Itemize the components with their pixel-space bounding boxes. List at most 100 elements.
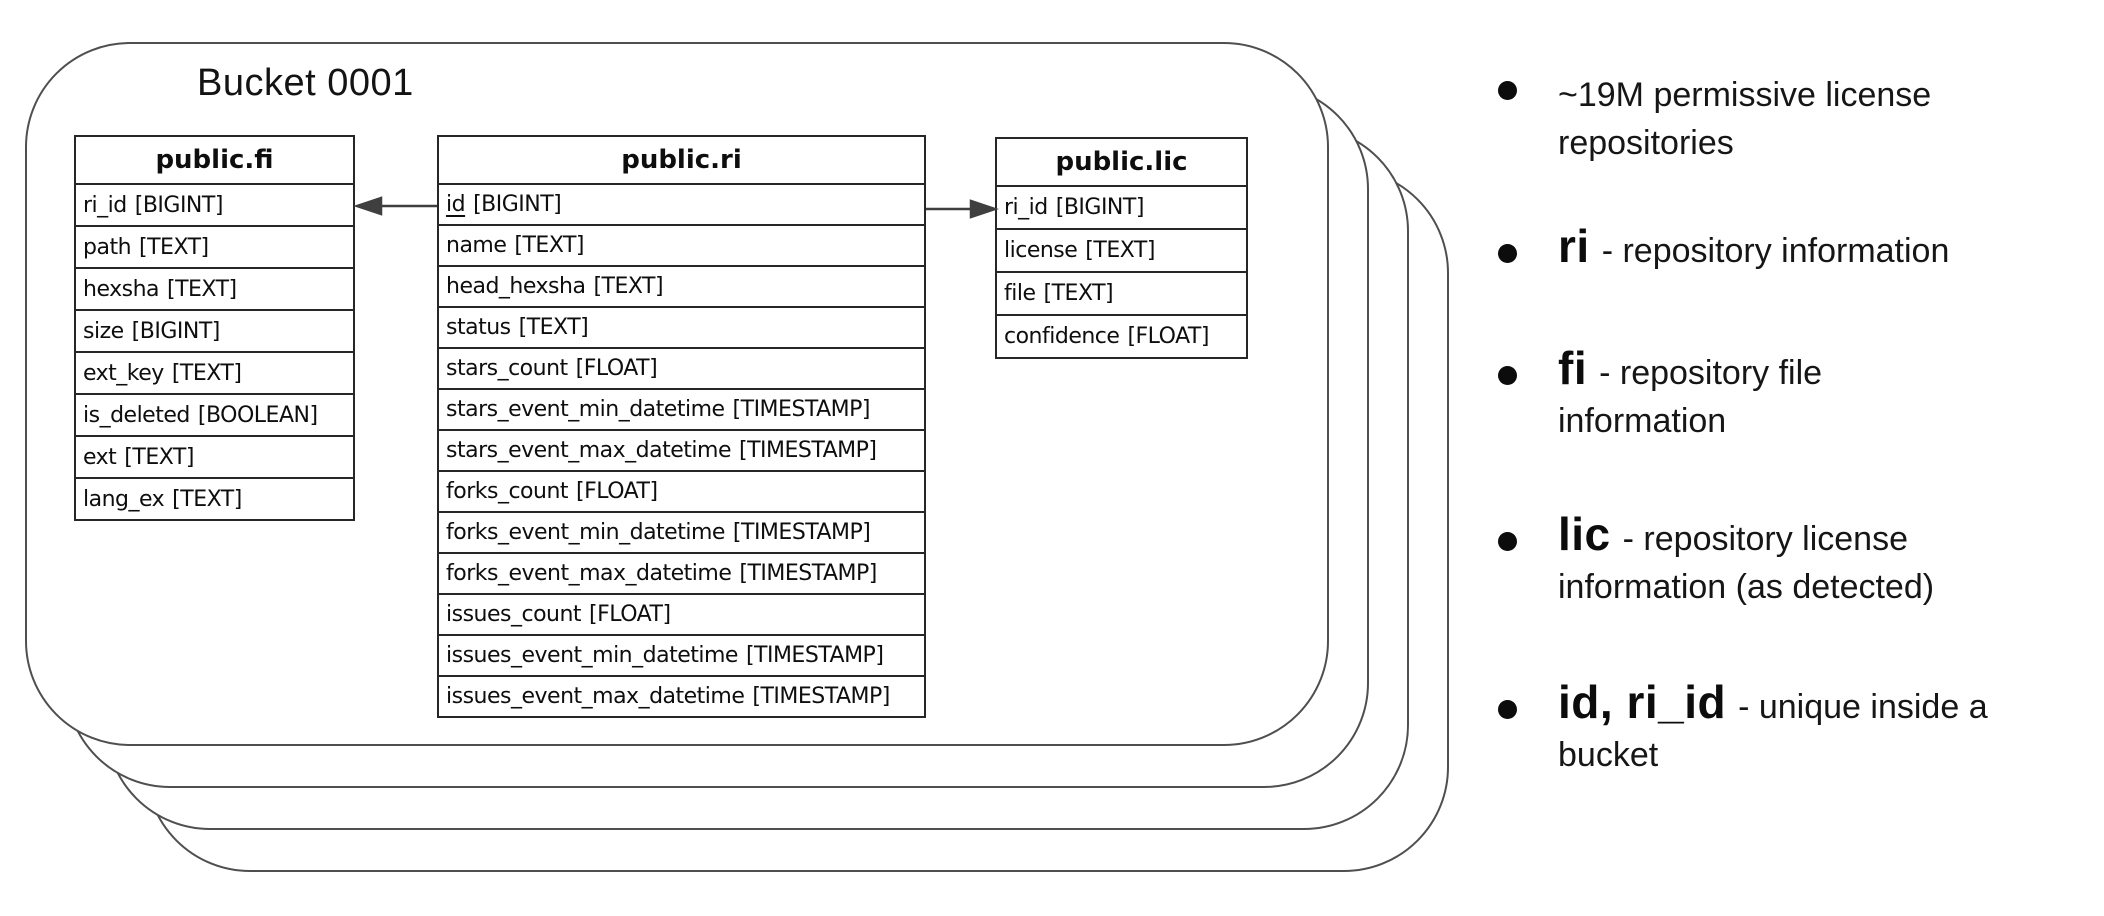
column-name: status bbox=[446, 315, 511, 340]
bullet-icon bbox=[1498, 700, 1517, 719]
legend-term: id, ri_id bbox=[1558, 676, 1727, 728]
legend-term: lic bbox=[1558, 508, 1611, 560]
column-name: lang_ex bbox=[83, 486, 165, 512]
column-name: forks_event_max_datetime bbox=[446, 561, 732, 586]
column-name: forks_event_min_datetime bbox=[446, 520, 725, 545]
bucket-title: Bucket 0001 bbox=[197, 62, 414, 104]
list-item-fi: fi- repository file information bbox=[1498, 344, 2058, 445]
column-type: [TEXT] bbox=[514, 233, 585, 258]
column-name: stars_count bbox=[446, 356, 568, 381]
column-type: [TIMESTAMP] bbox=[738, 438, 877, 463]
column-type: [TEXT] bbox=[171, 360, 242, 386]
table-row: stars_event_min_datetime [TIMESTAMP] bbox=[439, 390, 924, 431]
column-type: [TEXT] bbox=[518, 315, 589, 340]
column-type: [FLOAT] bbox=[575, 356, 658, 381]
bullet-icon bbox=[1498, 244, 1517, 263]
column-type: [TEXT] bbox=[1085, 238, 1155, 263]
column-type: [TEXT] bbox=[1043, 281, 1114, 306]
table-row: forks_event_min_datetime [TIMESTAMP] bbox=[439, 513, 924, 554]
column-name: issues_count bbox=[446, 602, 582, 627]
list-item-lic: lic- repository license information (as … bbox=[1498, 510, 2058, 611]
table-row: hexsha [TEXT] bbox=[76, 269, 353, 311]
column-name: is_deleted bbox=[83, 402, 190, 428]
table-row: file [TEXT] bbox=[997, 273, 1246, 316]
column-name: ri_id bbox=[1004, 195, 1048, 220]
table-row: forks_event_max_datetime [TIMESTAMP] bbox=[439, 554, 924, 595]
table-row: path [TEXT] bbox=[76, 227, 353, 269]
column-name: issues_event_min_datetime bbox=[446, 643, 738, 668]
table-row: issues_event_min_datetime [TIMESTAMP] bbox=[439, 636, 924, 677]
column-name: issues_event_max_datetime bbox=[446, 684, 745, 709]
bullet-icon bbox=[1498, 366, 1517, 385]
legend-term: fi bbox=[1558, 342, 1588, 394]
legend-text: - repository information bbox=[1601, 232, 1950, 270]
column-name: stars_event_max_datetime bbox=[446, 438, 731, 463]
column-type: [TIMESTAMP] bbox=[739, 561, 877, 586]
column-type: [TIMESTAMP] bbox=[732, 397, 871, 422]
table-row: ext_key [TEXT] bbox=[76, 353, 353, 395]
column-type: [FLOAT] bbox=[1127, 324, 1209, 349]
table-title: public.lic bbox=[997, 139, 1246, 187]
table-row: issues_count [FLOAT] bbox=[439, 595, 924, 636]
legend-text: - repository license information (as det… bbox=[1558, 520, 1935, 606]
column-type: [TEXT] bbox=[124, 444, 194, 470]
column-type: [BIGINT] bbox=[473, 192, 562, 217]
column-name: file bbox=[1004, 281, 1036, 306]
legend-text: ~19M permissive license repositories bbox=[1558, 76, 1932, 162]
column-name: forks_count bbox=[446, 479, 569, 504]
column-type: [BIGINT] bbox=[131, 318, 221, 344]
table-row: status [TEXT] bbox=[439, 308, 924, 349]
table-row: ext [TEXT] bbox=[76, 437, 353, 479]
column-name: name bbox=[446, 233, 507, 258]
column-name: hexsha bbox=[83, 276, 160, 302]
table-row: confidence [FLOAT] bbox=[997, 316, 1246, 357]
table-row: license[TEXT] bbox=[997, 230, 1246, 273]
legend-text: - unique inside a bucket bbox=[1558, 688, 1988, 774]
table-row: head_hexsha [TEXT] bbox=[439, 267, 924, 308]
table-row: stars_count [FLOAT] bbox=[439, 349, 924, 390]
table-row: lang_ex [TEXT] bbox=[76, 479, 353, 519]
list-item-repo-count: ~19M permissive license repositories bbox=[1498, 66, 2058, 167]
table-row: ri_id [BIGINT] bbox=[76, 185, 353, 227]
table-title: public.fi bbox=[76, 137, 353, 185]
table-row: size [BIGINT] bbox=[76, 311, 353, 353]
table-title: public.ri bbox=[439, 137, 924, 185]
bullet-icon bbox=[1498, 532, 1517, 551]
legend-term: ri bbox=[1558, 220, 1590, 272]
column-name: path bbox=[83, 234, 132, 260]
table-row: stars_event_max_datetime [TIMESTAMP] bbox=[439, 431, 924, 472]
column-type: [TIMESTAMP] bbox=[732, 520, 871, 545]
column-name: size bbox=[83, 318, 124, 344]
column-type: [FLOAT] bbox=[576, 479, 658, 504]
column-name: ri_id bbox=[83, 192, 127, 218]
column-type: [TEXT] bbox=[172, 486, 242, 512]
column-name: ext_key bbox=[83, 360, 164, 386]
column-type: [TIMESTAMP] bbox=[745, 643, 884, 668]
column-name: stars_event_min_datetime bbox=[446, 397, 725, 422]
list-item-ids: id, ri_id- unique inside a bucket bbox=[1498, 678, 2058, 779]
column-name-primary-key: id bbox=[446, 192, 466, 217]
column-type: [TEXT] bbox=[593, 274, 664, 299]
bullet-icon bbox=[1498, 81, 1517, 100]
list-item-ri: ri - repository information bbox=[1498, 222, 2058, 275]
table-public-lic: public.lic ri_id [BIGINT] license[TEXT] f… bbox=[995, 137, 1248, 359]
column-name: confidence bbox=[1004, 324, 1120, 349]
column-name: ext bbox=[83, 444, 117, 470]
column-type: [TIMESTAMP] bbox=[752, 684, 890, 709]
table-public-fi: public.fi ri_id [BIGINT] path [TEXT] hexsh… bbox=[74, 135, 355, 521]
table-row: name [TEXT] bbox=[439, 226, 924, 267]
legend-text: - repository file information bbox=[1558, 354, 1823, 440]
table-row: is_deleted[BOOLEAN] bbox=[76, 395, 353, 437]
table-row: id [BIGINT] bbox=[439, 185, 924, 226]
table-row: issues_event_max_datetime [TIMESTAMP] bbox=[439, 677, 924, 716]
table-row: ri_id [BIGINT] bbox=[997, 187, 1246, 230]
column-name: head_hexsha bbox=[446, 274, 586, 299]
column-type: [TEXT] bbox=[167, 276, 237, 302]
column-type: [TEXT] bbox=[139, 234, 209, 260]
column-type: [BIGINT] bbox=[1055, 195, 1145, 220]
column-type: [BIGINT] bbox=[134, 192, 224, 218]
column-type: [FLOAT] bbox=[589, 602, 671, 627]
table-row: forks_count [FLOAT] bbox=[439, 472, 924, 513]
table-public-ri: public.ri id [BIGINT] name [TEXT] head_hex… bbox=[437, 135, 926, 718]
